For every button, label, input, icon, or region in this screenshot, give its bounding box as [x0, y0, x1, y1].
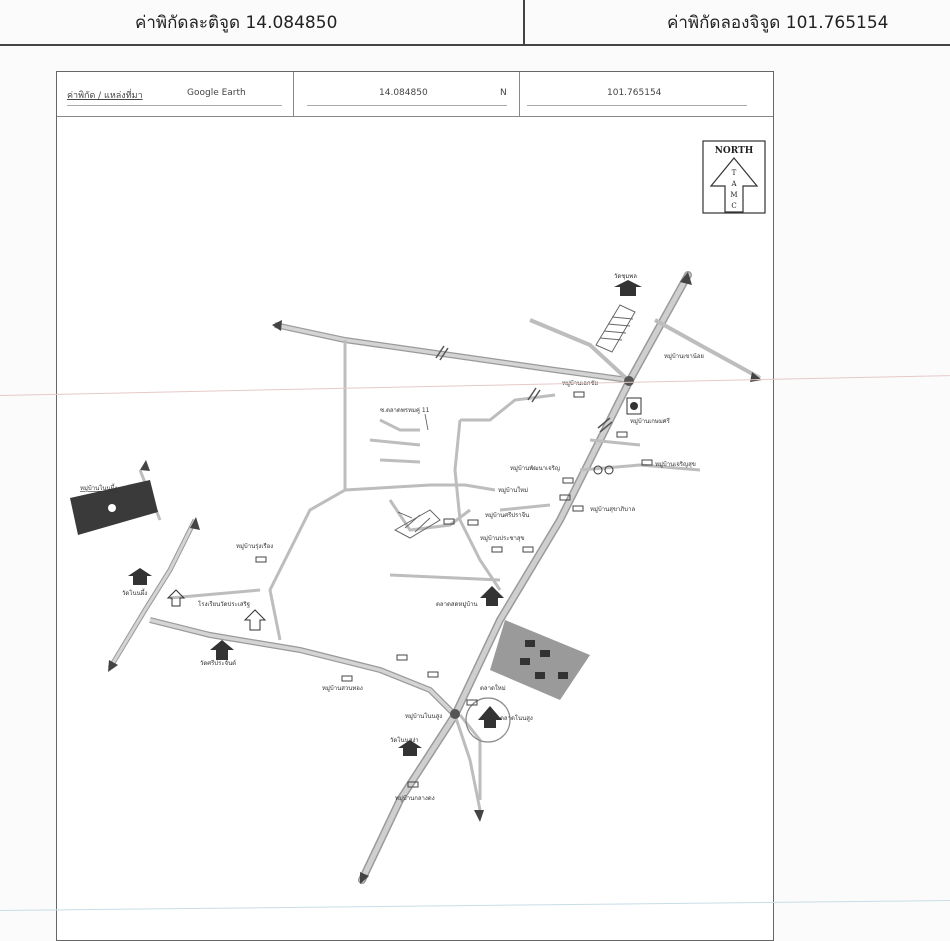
temple-icon: [128, 280, 642, 756]
map-label: หมู่บ้านเจริญสุข: [655, 461, 696, 468]
map-label: วัดโนนสง่า: [390, 736, 419, 744]
map-label: วัดศรีประจันต์: [200, 659, 236, 667]
coords-lon-value: 101.765154: [607, 88, 662, 98]
map-label: วัดชุมพล: [614, 273, 637, 280]
coords-lat-unit: N: [500, 88, 507, 98]
map-label: ตลาดโนนสูง: [500, 714, 533, 722]
road-west: [149, 617, 458, 718]
road-ne: [654, 318, 761, 380]
map-labels: วัดชุมพล หมู่บ้านเขาน้อย หมู่บ้านเอกชัย …: [80, 273, 704, 802]
map-label: หมู่บ้านเขาน้อย: [664, 353, 704, 360]
map-label: วัดโนนผึ้ง: [122, 587, 147, 597]
marker-icon: [593, 465, 603, 475]
header-bar: ค่าพิกัดละติจูด 14.084850 ค่าพิกัดลองจิจ…: [0, 0, 950, 46]
separator: [519, 72, 520, 116]
north-letter-3: M: [730, 191, 737, 199]
map-label: หมู่บ้านประชาสุข: [480, 535, 525, 542]
map-label: หมู่บ้านรุ่งเรือง: [236, 542, 273, 550]
hatched-area: [393, 304, 636, 539]
road-far-west: [107, 518, 198, 670]
marker-icon: [604, 465, 614, 475]
map-label: หมู่บ้านสุขาภิบาล: [590, 506, 635, 513]
road-nw: [529, 318, 630, 382]
map-label: ซ.ตลาดพรหมคู่ 11: [380, 407, 430, 414]
coords-source-value: Google Earth: [187, 88, 246, 98]
north-letter-2: A: [730, 180, 737, 188]
map-label: ตลาดใหม่: [480, 684, 506, 692]
local-roads: [138, 340, 701, 811]
north-label: NORTH: [715, 146, 754, 156]
arrow-icon: [108, 272, 762, 884]
parcel-marker-icon: [108, 504, 116, 512]
separator: [293, 72, 294, 116]
header-divider: [523, 0, 525, 44]
commercial-block: [490, 620, 590, 700]
map-label: หมู่บ้านใหม่: [498, 486, 528, 494]
coords-bar: ค่าพิกัด / แหล่งที่มา Google Earth 14.08…: [57, 72, 773, 117]
fuel-drop-icon: [630, 402, 638, 410]
map-frame: ค่าพิกัด / แหล่งที่มา Google Earth 14.08…: [56, 71, 774, 941]
coords-lat-value: 14.084850: [379, 88, 428, 98]
road-north: [274, 322, 629, 383]
building-icons: [520, 640, 568, 679]
map-label: ตลาดสดหมู่บ้าน: [436, 601, 478, 608]
map-label: หมู่บ้านกลางดง: [395, 795, 435, 802]
map-label: หมู่บ้านสวนทอง: [322, 685, 363, 692]
pointer-lines: [397, 413, 429, 519]
village-icon: [255, 391, 653, 788]
underline: [307, 105, 507, 106]
underline: [527, 105, 747, 106]
roundabout-icon: [450, 709, 460, 719]
north-letter-4: C: [731, 202, 736, 210]
map-label: หมู่บ้านศรีปราจีน: [485, 511, 529, 519]
underline: [67, 105, 282, 106]
map-label: หมู่บ้านพัฒนาเจริญ: [510, 465, 560, 472]
map-label: หมู่บ้านโนนสูง: [405, 712, 442, 720]
map-label: หมู่บ้านโนนผึ้ง: [80, 482, 117, 492]
landmark-circle: [465, 697, 511, 743]
map-label: หมู่บ้านเกษมศรี: [630, 417, 671, 425]
longitude-header: ค่าพิกัดลองจิจูด 101.765154: [667, 12, 889, 33]
north-letter-1: T: [732, 169, 737, 177]
rail-crossings: [435, 345, 613, 433]
coords-source-label: ค่าพิกัด / แหล่งที่มา: [67, 91, 143, 101]
map-label: โรงเรียนวัดประเสริฐ: [198, 600, 250, 608]
latitude-header: ค่าพิกัดละติจูด 14.084850: [135, 12, 338, 33]
north-arrow: NORTH T A M C: [702, 140, 766, 214]
